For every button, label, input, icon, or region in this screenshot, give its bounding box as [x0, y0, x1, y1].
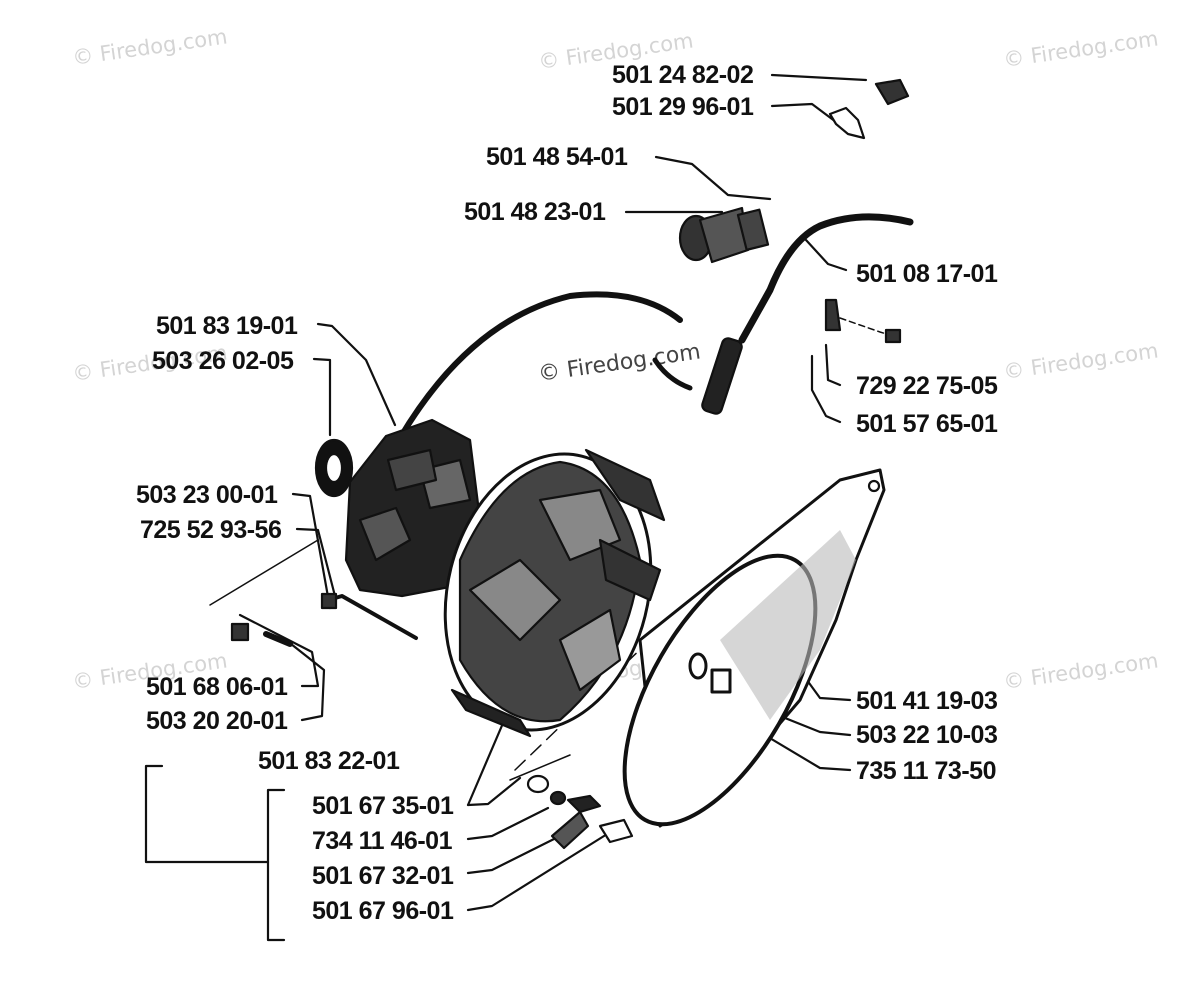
kit-bracket	[266, 788, 286, 942]
part-label[interactable]: 501 24 82-02	[612, 61, 754, 89]
part-label[interactable]: 729 22 75-05	[856, 372, 998, 400]
part-label[interactable]: 501 57 65-01	[856, 410, 998, 438]
part-label[interactable]: 735 11 73-50	[856, 757, 996, 785]
part-label[interactable]: 501 67 35-01	[312, 792, 454, 820]
screw-drawing	[230, 622, 293, 647]
ignition-module-drawing	[344, 418, 482, 598]
flywheel-drawing	[443, 448, 666, 738]
leader-line	[824, 343, 842, 387]
leader-line	[295, 527, 338, 602]
ignition-wire	[397, 291, 683, 441]
part-label[interactable]: 501 83 19-01	[156, 312, 298, 340]
center-axis	[209, 539, 319, 606]
leader-line	[654, 155, 772, 201]
cable-sleeve	[701, 337, 743, 415]
leader-line	[466, 776, 522, 807]
leader-line	[770, 102, 838, 124]
part-label[interactable]: 725 52 93-56	[140, 516, 282, 544]
ignition-cable	[738, 213, 914, 344]
part-label[interactable]: 501 08 17-01	[856, 260, 998, 288]
leader-line	[238, 613, 320, 688]
ground-terminal-drawing	[824, 298, 902, 344]
leader-line	[291, 492, 332, 610]
leader-line	[284, 638, 326, 722]
part-label[interactable]: 503 26 02-05	[152, 347, 294, 375]
part-label[interactable]: 501 67 96-01	[312, 897, 454, 925]
part-label[interactable]: 501 29 96-01	[612, 93, 754, 121]
leader-line	[312, 357, 332, 437]
leader-line	[466, 806, 550, 841]
part-label[interactable]: 501 41 19-03	[856, 687, 998, 715]
part-label[interactable]: 503 20 20-01	[146, 707, 288, 735]
module-spacer-drawing	[314, 438, 354, 498]
center-axis	[509, 754, 571, 781]
leader-line	[466, 834, 606, 912]
kit-bracket	[144, 764, 270, 864]
leader-line	[770, 73, 868, 82]
part-label[interactable]: 501 48 54-01	[486, 143, 628, 171]
part-label[interactable]: 501 67 32-01	[312, 862, 454, 890]
pawl-kit-drawing	[526, 774, 634, 850]
leader-line	[316, 322, 397, 427]
leader-line	[810, 354, 842, 424]
spark-plug-cap-drawing	[678, 206, 770, 264]
part-label[interactable]: 501 83 22-01	[258, 747, 400, 775]
wire-nut-drawing	[874, 78, 910, 106]
cable-clip-drawing	[828, 106, 866, 140]
part-label[interactable]: 734 11 46-01	[312, 827, 452, 855]
part-label[interactable]: 501 48 23-01	[464, 198, 606, 226]
part-label[interactable]: 503 22 10-03	[856, 721, 998, 749]
part-label[interactable]: 503 23 00-01	[136, 481, 278, 509]
leader-line	[804, 238, 848, 272]
leader-line	[466, 836, 558, 875]
module-screw-drawing	[320, 592, 418, 640]
flywheel-nut-drawing	[688, 652, 732, 694]
leader-line	[802, 674, 852, 702]
part-label[interactable]: 501 68 06-01	[146, 673, 288, 701]
ignition-wire	[652, 357, 693, 391]
